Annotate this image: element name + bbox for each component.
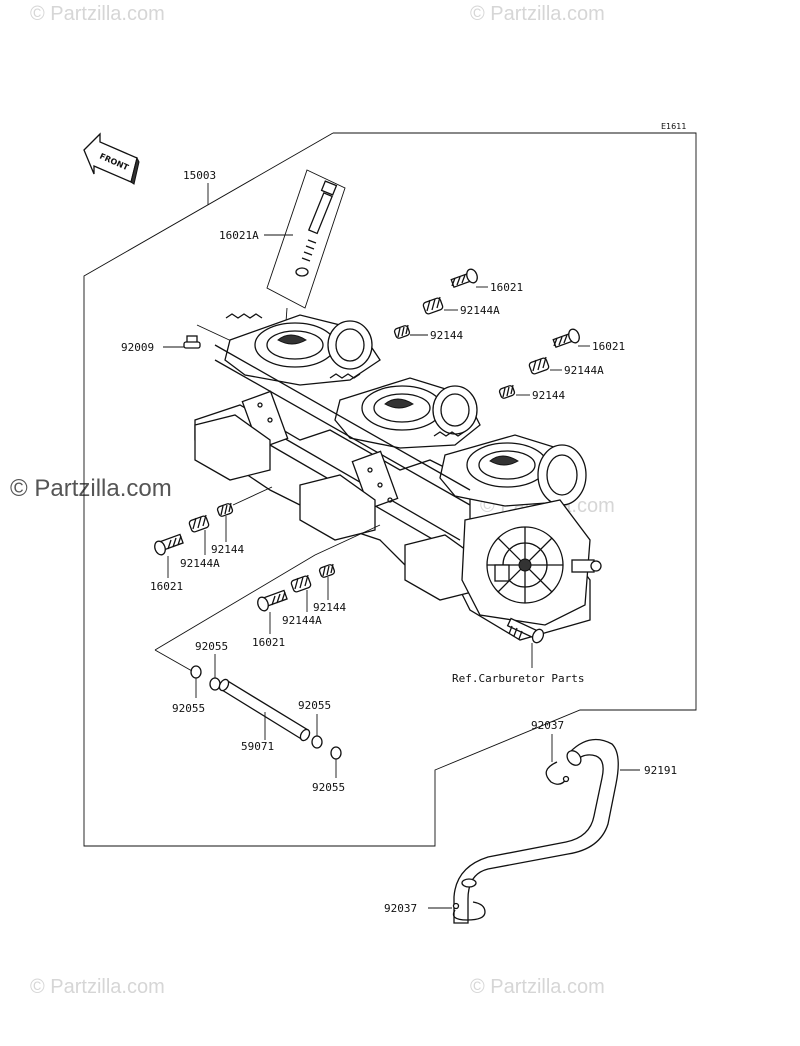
- front-arrow-icon: FRONT: [83, 132, 140, 185]
- pipe-59071: [218, 678, 311, 742]
- spring-92144-r2: [498, 384, 516, 399]
- watermark-main: © Partzilla.com: [10, 475, 172, 502]
- watermark-bottom-right: © Partzilla.com: [470, 976, 605, 998]
- part-label-92144-l2: 92144: [313, 601, 346, 614]
- spring-92144a-l1: [188, 514, 210, 533]
- hose-92191: [453, 738, 619, 924]
- part-92009: [183, 335, 201, 349]
- part-label-92144a-r2: 92144A: [564, 364, 604, 377]
- spring-92144a-r1: [422, 296, 444, 315]
- spring-92144a-r2: [528, 356, 550, 375]
- part-label-92191: 92191: [644, 764, 677, 777]
- pipe-assembly-leader: [154, 524, 381, 651]
- part-16021-lower-left-2: [257, 589, 288, 612]
- ref-carburetor-parts-label: Ref.Carburetor Parts: [452, 672, 584, 685]
- part-label-92055-c: 92055: [298, 699, 331, 712]
- diagram-code: E1611: [661, 122, 686, 131]
- part-16021-lower-left-1: [154, 533, 184, 556]
- part-label-16021-r2: 16021: [592, 340, 625, 353]
- watermark-top-left: © Partzilla.com: [30, 3, 165, 25]
- clamp-92037-bottom: [452, 901, 486, 921]
- spring-92144a-l2: [290, 574, 312, 593]
- part-label-92055-d: 92055: [312, 781, 345, 794]
- part-16021a: [266, 169, 346, 323]
- part-label-15003: 15003: [183, 169, 216, 182]
- watermark-bottom-left: © Partzilla.com: [30, 976, 165, 998]
- part-label-16021-l2: 16021: [252, 636, 285, 649]
- part-label-92144-r2: 92144: [532, 389, 565, 402]
- part-label-16021-l1: 16021: [150, 580, 183, 593]
- spring-92144-r1: [393, 324, 411, 339]
- part-label-92144a-l1: 92144A: [180, 557, 220, 570]
- carburetor-assembly: [194, 313, 602, 641]
- o-ring-92055-b: [209, 677, 221, 691]
- part-label-16021a: 16021A: [219, 229, 259, 242]
- part-label-92009: 92009: [121, 341, 154, 354]
- part-label-92144-l1: 92144: [211, 543, 244, 556]
- watermark-top-right: © Partzilla.com: [470, 3, 605, 25]
- part-16021-upper-right: [450, 268, 478, 289]
- part-label-92144-r1: 92144: [430, 329, 463, 342]
- part-label-92037-bottom: 92037: [384, 902, 417, 915]
- part-16021-mid-right: [552, 328, 580, 349]
- part-label-92144a-r1: 92144A: [460, 304, 500, 317]
- assembly-outline: [83, 132, 697, 847]
- ref-bolt: [506, 617, 545, 644]
- clamp-92037-top: [545, 761, 570, 785]
- o-ring-92055-c: [311, 735, 323, 749]
- spring-92144-l1: [216, 502, 234, 517]
- part-label-92055-b: 92055: [195, 640, 228, 653]
- part-label-92037-top: 92037: [531, 719, 564, 732]
- o-ring-92055-a: [190, 665, 202, 679]
- part-label-59071: 59071: [241, 740, 274, 753]
- o-ring-92055-d: [330, 746, 342, 760]
- part-label-92055-a: 92055: [172, 702, 205, 715]
- part-label-16021-r1: 16021: [490, 281, 523, 294]
- part-label-92144a-l2: 92144A: [282, 614, 322, 627]
- spring-92144-l2: [318, 563, 336, 578]
